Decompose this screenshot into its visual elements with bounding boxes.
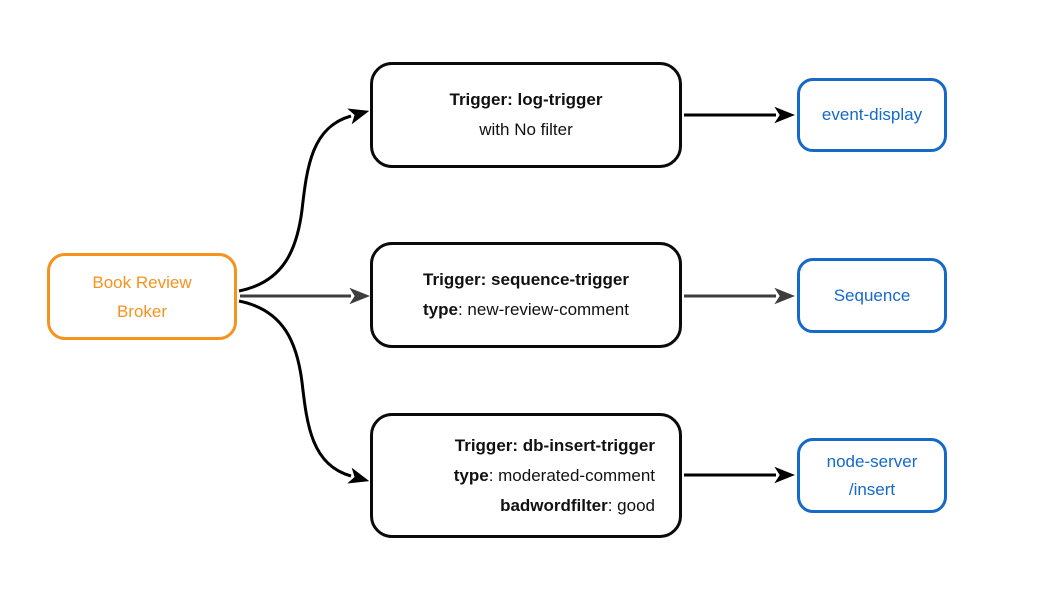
trigger-detail: type: moderated-comment <box>391 461 655 491</box>
trigger-detail-text: with No filter <box>479 120 573 139</box>
trigger-title: Trigger: db-insert-trigger <box>391 431 655 461</box>
trigger-filter: badwordfilter: good <box>391 491 655 521</box>
sink-node-sequence: Sequence <box>797 258 947 333</box>
sink-label-line1: node-server <box>826 451 918 471</box>
trigger-title-text: Trigger: log-trigger <box>449 90 603 109</box>
trigger-detail-value: : moderated-comment <box>488 465 655 485</box>
trigger-detail: type: new-review-comment <box>391 295 661 325</box>
trigger-title-text: Trigger: db-insert-trigger <box>454 435 655 455</box>
broker-node: Book Review Broker <box>47 253 237 340</box>
trigger-filter-key: badwordfilter <box>500 495 608 515</box>
sink-node-node-server-insert: node-server /insert <box>797 438 947 513</box>
trigger-detail-value: : new-review-comment <box>457 300 629 319</box>
trigger-detail-key: type <box>423 300 458 319</box>
trigger-detail-key: type <box>453 465 489 485</box>
trigger-node-sequence-trigger: Trigger: sequence-trigger type: new-revi… <box>370 242 682 348</box>
trigger-title: Trigger: sequence-trigger <box>391 265 661 295</box>
trigger-title: Trigger: log-trigger <box>391 85 661 115</box>
trigger-node-log-trigger: Trigger: log-trigger with No filter <box>370 62 682 168</box>
sink-label: event-display <box>821 105 923 124</box>
sink-node-event-display: event-display <box>797 78 947 152</box>
edge-broker-to-db-insert-trigger <box>238 299 370 484</box>
broker-label-line1: Book Review <box>92 272 192 292</box>
trigger-node-db-insert-trigger: Trigger: db-insert-trigger type: moderat… <box>370 413 682 538</box>
trigger-detail: with No filter <box>391 115 661 145</box>
edge-broker-to-log-trigger <box>238 108 370 293</box>
trigger-title-text: Trigger: sequence-trigger <box>423 270 629 289</box>
sink-label-line2: /insert <box>848 479 896 499</box>
trigger-filter-value: : good <box>607 495 655 515</box>
broker-label-line2: Broker <box>116 301 168 321</box>
sink-label: Sequence <box>833 285 911 305</box>
